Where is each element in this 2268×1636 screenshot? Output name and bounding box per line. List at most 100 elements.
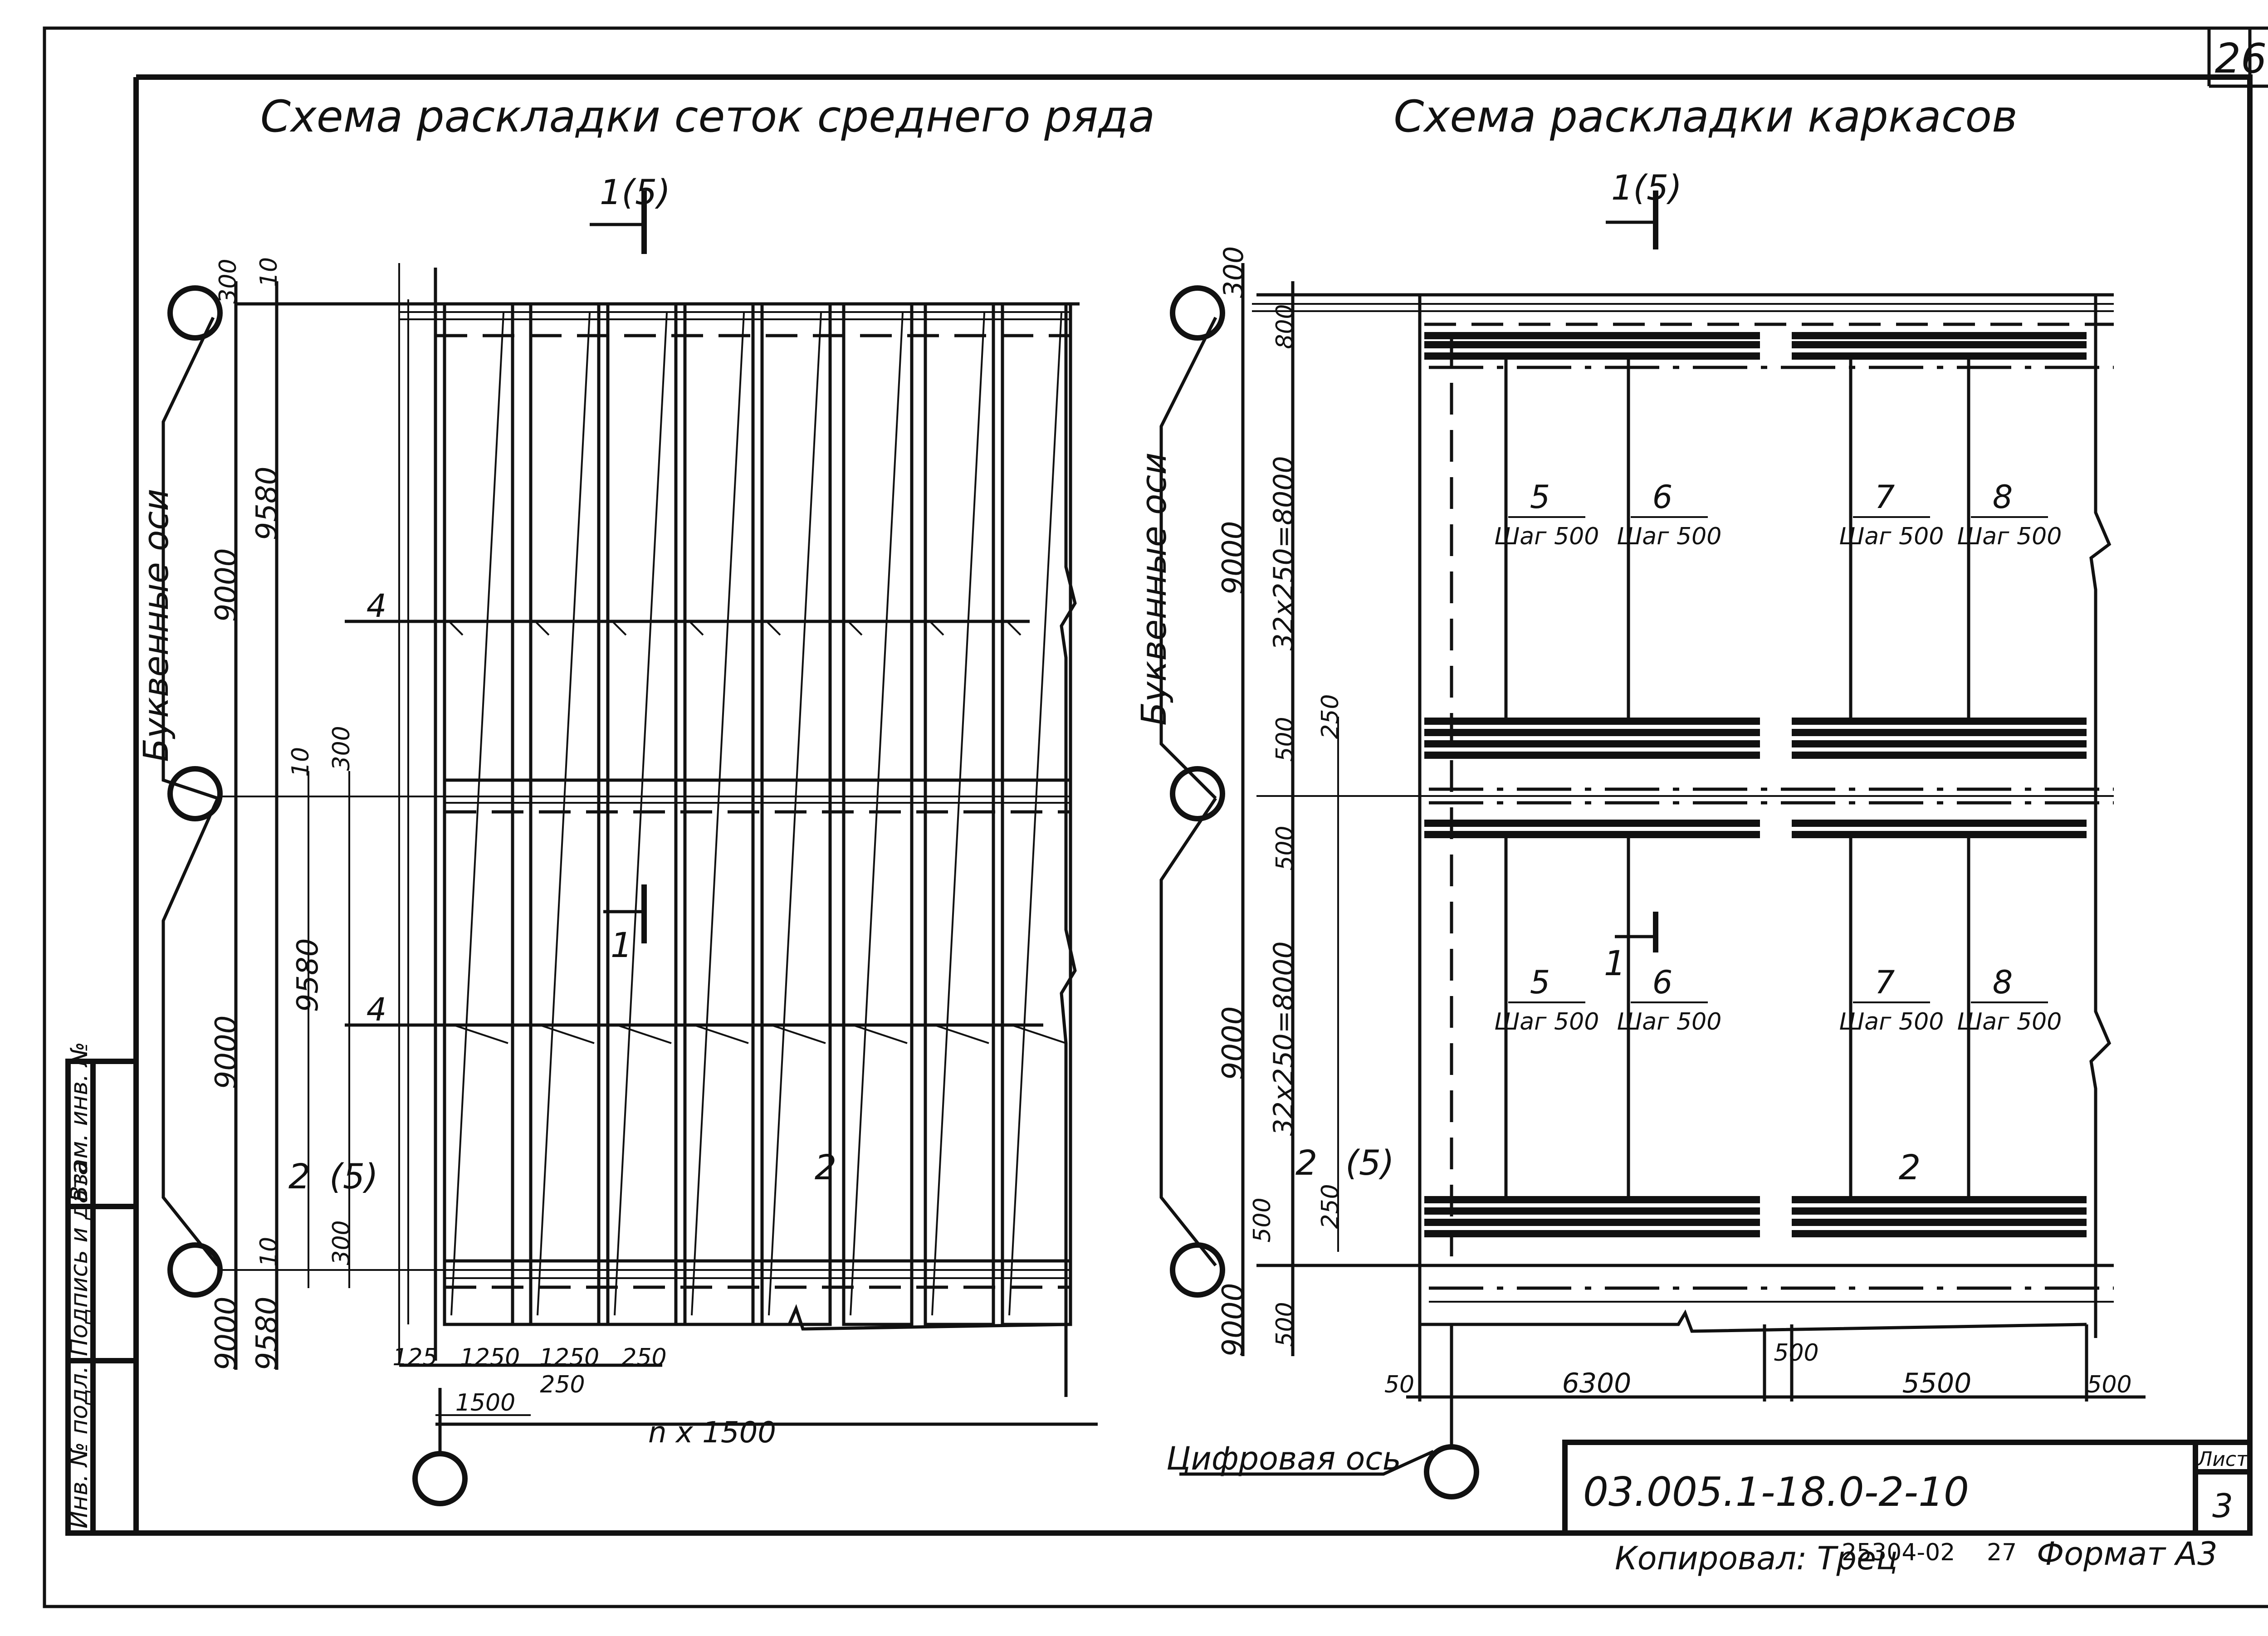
right-dim-small-250-b: 250 — [1317, 1184, 1344, 1229]
right-section-top-label: 1(5) — [1611, 167, 1682, 208]
mesh-tick — [771, 1024, 826, 1044]
frame-label-upper-mark: 6 — [1652, 479, 1673, 516]
left-mesh-columns — [443, 302, 1072, 1326]
axis-bubble-right-3 — [1170, 1242, 1225, 1298]
left-dim-small-300-mid: 300 — [328, 726, 355, 771]
left-dim-9000-b: 9000 — [210, 1016, 243, 1089]
corner-sheet-number: 26 — [2215, 35, 2267, 83]
left-dim-small-10-mid: 10 — [287, 747, 314, 777]
stamp-vzam-inv: Взам. инв. № — [66, 1042, 93, 1202]
axis-bubble-left-bottom — [412, 1451, 468, 1506]
mesh-tick — [539, 1024, 595, 1044]
right-edge-break — [2089, 295, 2112, 1338]
right-section-bot-num: 2 — [1295, 1143, 1317, 1183]
left-plan-mesh-layout — [161, 190, 1098, 1506]
left-axes-label: Буквенные оси — [136, 488, 176, 762]
axis-bubble-left-2 — [167, 766, 223, 821]
left-bot-dim-125: 125 — [392, 1344, 437, 1371]
digit-axis-leader — [1179, 1450, 1434, 1476]
designation: 03.005.1-18.0-2-10 — [1583, 1469, 1969, 1515]
frame-label-lower-mark: 5 — [1530, 964, 1550, 1001]
right-title: Схема раскладки каркасов — [1393, 91, 2017, 142]
axis-bubble-right-1 — [1170, 285, 1225, 341]
axes-bracket-left-upper — [161, 317, 219, 800]
left-section-top-label: 1(5) — [600, 172, 670, 212]
right-axes-label: Буквенные оси — [1134, 452, 1174, 726]
title-block — [1562, 1440, 2253, 1536]
frame-label-lower-step: Шаг 500 — [1839, 1008, 1944, 1035]
left-bot-dim-1250-a: 1250 — [460, 1344, 520, 1371]
outer-border — [43, 26, 2268, 1608]
frame-label-lower-mark: 6 — [1652, 964, 1673, 1001]
right-bot-dim-50: 50 — [1384, 1371, 1414, 1398]
mesh-diagonal — [850, 313, 904, 1316]
right-bot-dim-500-a: 500 — [1774, 1339, 1818, 1367]
mesh-tick — [1006, 620, 1022, 636]
frame-label-upper-step: Шаг 500 — [1957, 523, 2062, 550]
mesh-column — [443, 302, 514, 1326]
left-bot-dim-1500: 1500 — [455, 1389, 515, 1416]
right-dim-9000-a: 9000 — [1217, 521, 1250, 595]
mesh-label-lower: 4 — [367, 991, 387, 1028]
frame-label-lower-mark: 7 — [1875, 964, 1895, 1001]
right-section-bot-ref: (5) — [1345, 1143, 1394, 1183]
mesh-column — [760, 302, 832, 1326]
mesh-column — [683, 302, 755, 1326]
left-title: Схема раскладки сеток среднего ряда — [260, 91, 1155, 142]
right-dim-small-800: 800 — [1271, 304, 1299, 349]
copied-by: Копировал: Трец — [1615, 1540, 1898, 1577]
axis-bubble-right-2 — [1170, 766, 1225, 821]
frame-label-upper-step: Шаг 500 — [1839, 523, 1944, 550]
left-section-bot-right: 2 — [815, 1147, 836, 1187]
format: Формат А3 — [2037, 1535, 2218, 1573]
frame-label-lower-step: Шаг 500 — [1617, 1008, 1722, 1035]
right-section-mid-label: 1 — [1604, 943, 1626, 983]
mesh-diagonal — [450, 313, 504, 1316]
mesh-column — [1001, 302, 1072, 1326]
mesh-diagonal — [537, 313, 591, 1316]
mesh-tick — [929, 620, 944, 636]
right-bot-dim-5500: 5500 — [1902, 1367, 1972, 1399]
frame-label-lower-mark: 8 — [1993, 964, 2013, 1001]
mesh-label-upper: 4 — [367, 587, 387, 625]
mesh-tick — [611, 620, 627, 636]
axis-bubble-left-1 — [167, 285, 223, 341]
side-stamp-box — [65, 1059, 139, 1536]
sheet-label: Лист — [2196, 1448, 2248, 1471]
left-right-break — [1060, 304, 1077, 1397]
frame-label-upper-mark: 5 — [1530, 479, 1550, 516]
mesh-tick — [852, 1024, 908, 1044]
axes-bracket-right-lower — [1159, 797, 1217, 1267]
digit-axis-label: Цифровая ось — [1166, 1440, 1401, 1477]
mesh-column — [606, 302, 678, 1326]
left-bot-dim-1250-b: 1250 — [539, 1344, 599, 1371]
right-dim-300: 300 — [1218, 246, 1250, 298]
right-dim-9000-b: 9000 — [1217, 1006, 1250, 1080]
right-frame-bundles — [1424, 332, 2087, 1237]
mesh-column — [842, 302, 914, 1326]
frame-label-upper-mark: 8 — [1993, 479, 2013, 516]
mesh-diagonal — [614, 313, 668, 1316]
right-dim-small-500-a: 500 — [1271, 717, 1299, 762]
frame-label-upper-step: Шаг 500 — [1617, 523, 1722, 550]
mesh-column — [529, 302, 601, 1326]
mesh-tick — [689, 620, 704, 636]
mesh-tick — [847, 620, 863, 636]
right-plan-frame-layout — [1159, 190, 2146, 1499]
mesh-diagonal — [691, 313, 745, 1316]
side-stamp — [65, 1059, 139, 1536]
axis-bubble-digit — [1424, 1444, 1479, 1499]
title-block-box — [1562, 1440, 2253, 1536]
mesh-column — [924, 302, 995, 1326]
left-section-mid-label: 1 — [611, 925, 632, 965]
right-frame-verticals — [1504, 354, 1970, 1202]
left-dim-9580-b: 9580 — [291, 938, 325, 1012]
frame-label-lower-step: Шаг 500 — [1957, 1008, 2062, 1035]
left-dim-9580-a: 9580 — [250, 467, 284, 541]
frame-label-upper-mark: 7 — [1875, 479, 1895, 516]
frame-label-upper-step: Шаг 500 — [1495, 523, 1599, 550]
right-dim-9000-c: 9000 — [1217, 1283, 1250, 1357]
mesh-diagonal — [768, 313, 822, 1316]
mesh-tick — [694, 1024, 749, 1044]
